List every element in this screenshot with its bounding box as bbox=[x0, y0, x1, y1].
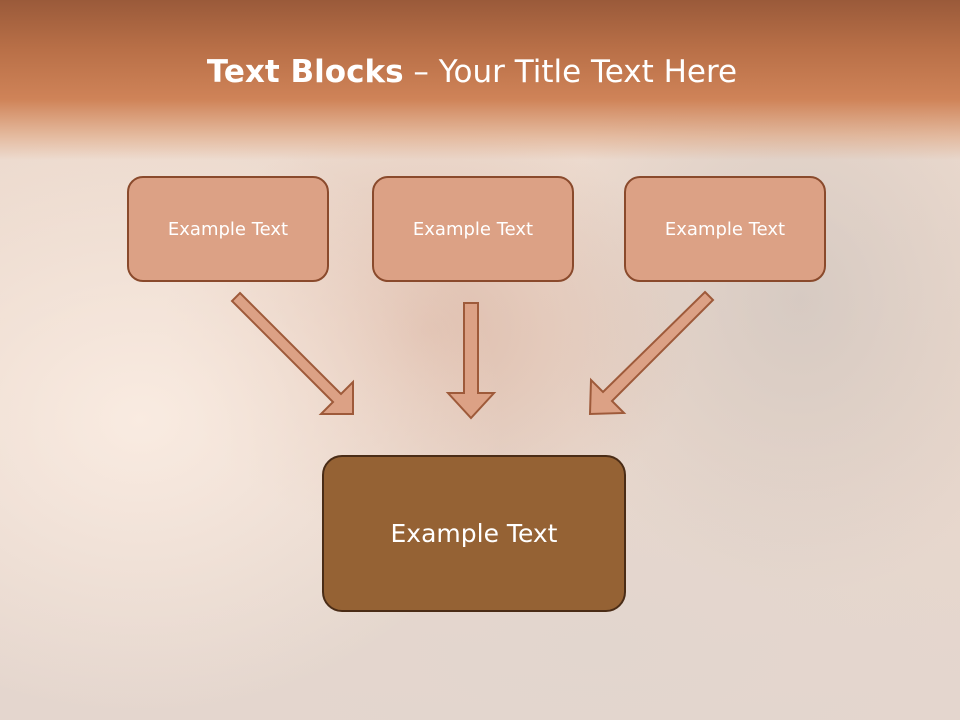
title-separator: – bbox=[413, 54, 429, 90]
slide-title: Text Blocks – Your Title Text Here bbox=[0, 54, 944, 90]
title-rest: Your Title Text Here bbox=[438, 54, 738, 90]
arrow-left bbox=[230, 291, 354, 415]
text-block-1-label: Example Text bbox=[167, 218, 289, 240]
text-block-3: Example Text bbox=[624, 176, 826, 282]
text-block-3-label: Example Text bbox=[664, 218, 786, 240]
title-bold: Text Blocks bbox=[206, 54, 404, 90]
target-block: Example Text bbox=[322, 455, 626, 612]
text-block-1: Example Text bbox=[127, 176, 329, 282]
arrow-right bbox=[588, 290, 715, 416]
title-band bbox=[0, 0, 960, 160]
target-block-label: Example Text bbox=[390, 519, 558, 548]
text-block-2-label: Example Text bbox=[412, 218, 534, 240]
arrow-middle bbox=[445, 302, 497, 420]
text-block-2: Example Text bbox=[372, 176, 574, 282]
